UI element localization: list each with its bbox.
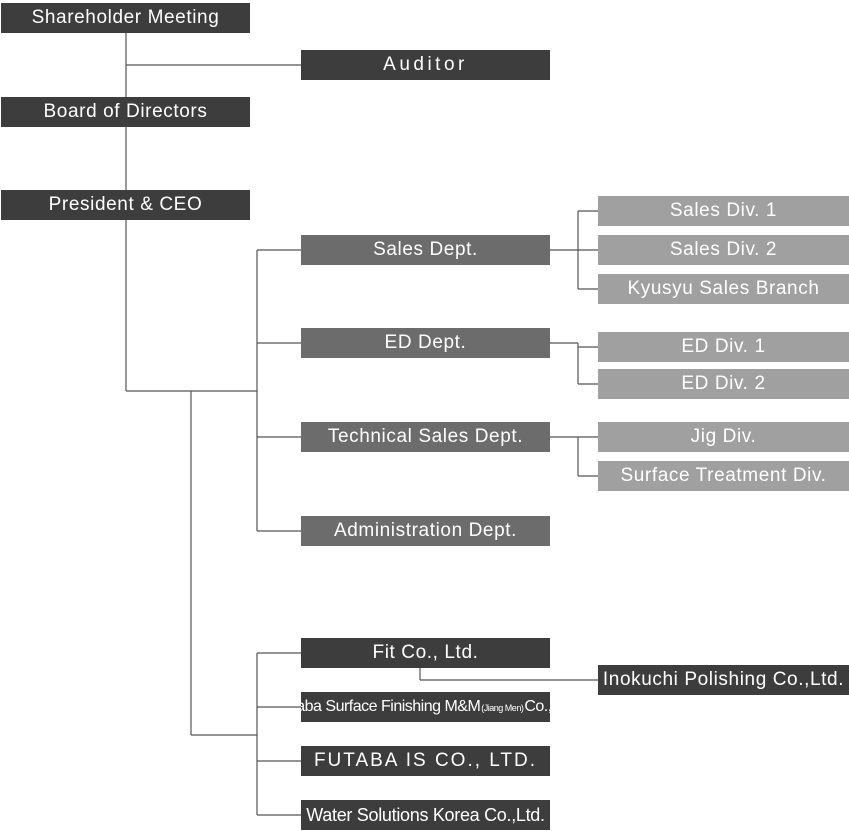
ed-dept-label: ED Dept. <box>384 332 467 353</box>
sales-div-1-box: Sales Div. 1 <box>598 196 849 226</box>
water-solutions-korea-box: Water Solutions Korea Co.,Ltd. <box>301 800 550 830</box>
shareholder-meeting-box: Shareholder Meeting <box>1 3 250 33</box>
ed-dept-box: ED Dept. <box>301 328 550 358</box>
technical-sales-dept-label: Technical Sales Dept. <box>327 426 524 447</box>
president-ceo-label: President & CEO <box>48 194 203 215</box>
auditor-box: Auditor <box>301 50 550 80</box>
futaba-surface-finishing-label: Futaba Surface Finishing M&M(Jiang Men)C… <box>301 698 550 716</box>
jig-div-label: Jig Div. <box>690 426 757 447</box>
technical-sales-dept-box: Technical Sales Dept. <box>301 422 550 452</box>
futaba-surface-finishing-box: Futaba Surface Finishing M&M(Jiang Men)C… <box>301 692 550 722</box>
surface-treatment-div-box: Surface Treatment Div. <box>598 461 849 491</box>
ed-div-1-label: ED Div. 1 <box>681 336 766 357</box>
fit-co-box: Fit Co., Ltd. <box>301 638 550 668</box>
kyusyu-sales-branch-label: Kyusyu Sales Branch <box>627 278 820 299</box>
jig-div-box: Jig Div. <box>598 422 849 452</box>
sales-dept-label: Sales Dept. <box>373 239 478 260</box>
shareholder-meeting-label: Shareholder Meeting <box>31 7 220 28</box>
fit-co-label: Fit Co., Ltd. <box>372 642 479 663</box>
sales-div-2-label: Sales Div. 2 <box>669 239 778 260</box>
ed-div-2-label: ED Div. 2 <box>681 373 766 394</box>
ed-div-1-box: ED Div. 1 <box>598 332 849 362</box>
inokuchi-polishing-label: Inokuchi Polishing Co.,Ltd. <box>602 669 845 690</box>
water-solutions-korea-label: Water Solutions Korea Co.,Ltd. <box>306 804 545 825</box>
futaba-surface-finishing-suffix: Co.,Ltd. <box>524 698 550 715</box>
president-ceo-box: President & CEO <box>1 190 250 220</box>
sales-div-2-box: Sales Div. 2 <box>598 235 849 265</box>
auditor-label: Auditor <box>383 54 468 75</box>
sales-dept-box: Sales Dept. <box>301 235 550 265</box>
futaba-is-box: FUTABA IS CO., LTD. <box>301 746 550 776</box>
futaba-surface-finishing-location: (Jiang Men) <box>481 703 524 713</box>
board-of-directors-label: Board of Directors <box>43 101 208 122</box>
futaba-is-label: FUTABA IS CO., LTD. <box>313 750 538 771</box>
inokuchi-polishing-box: Inokuchi Polishing Co.,Ltd. <box>598 665 849 695</box>
kyusyu-sales-branch-box: Kyusyu Sales Branch <box>598 274 849 304</box>
sales-div-1-label: Sales Div. 1 <box>669 200 778 221</box>
board-of-directors-box: Board of Directors <box>1 97 250 127</box>
ed-div-2-box: ED Div. 2 <box>598 369 849 399</box>
administration-dept-box: Administration Dept. <box>301 516 550 546</box>
futaba-surface-finishing-name: Futaba Surface Finishing M&M <box>301 698 481 715</box>
administration-dept-label: Administration Dept. <box>333 520 518 541</box>
surface-treatment-div-label: Surface Treatment Div. <box>620 465 827 486</box>
